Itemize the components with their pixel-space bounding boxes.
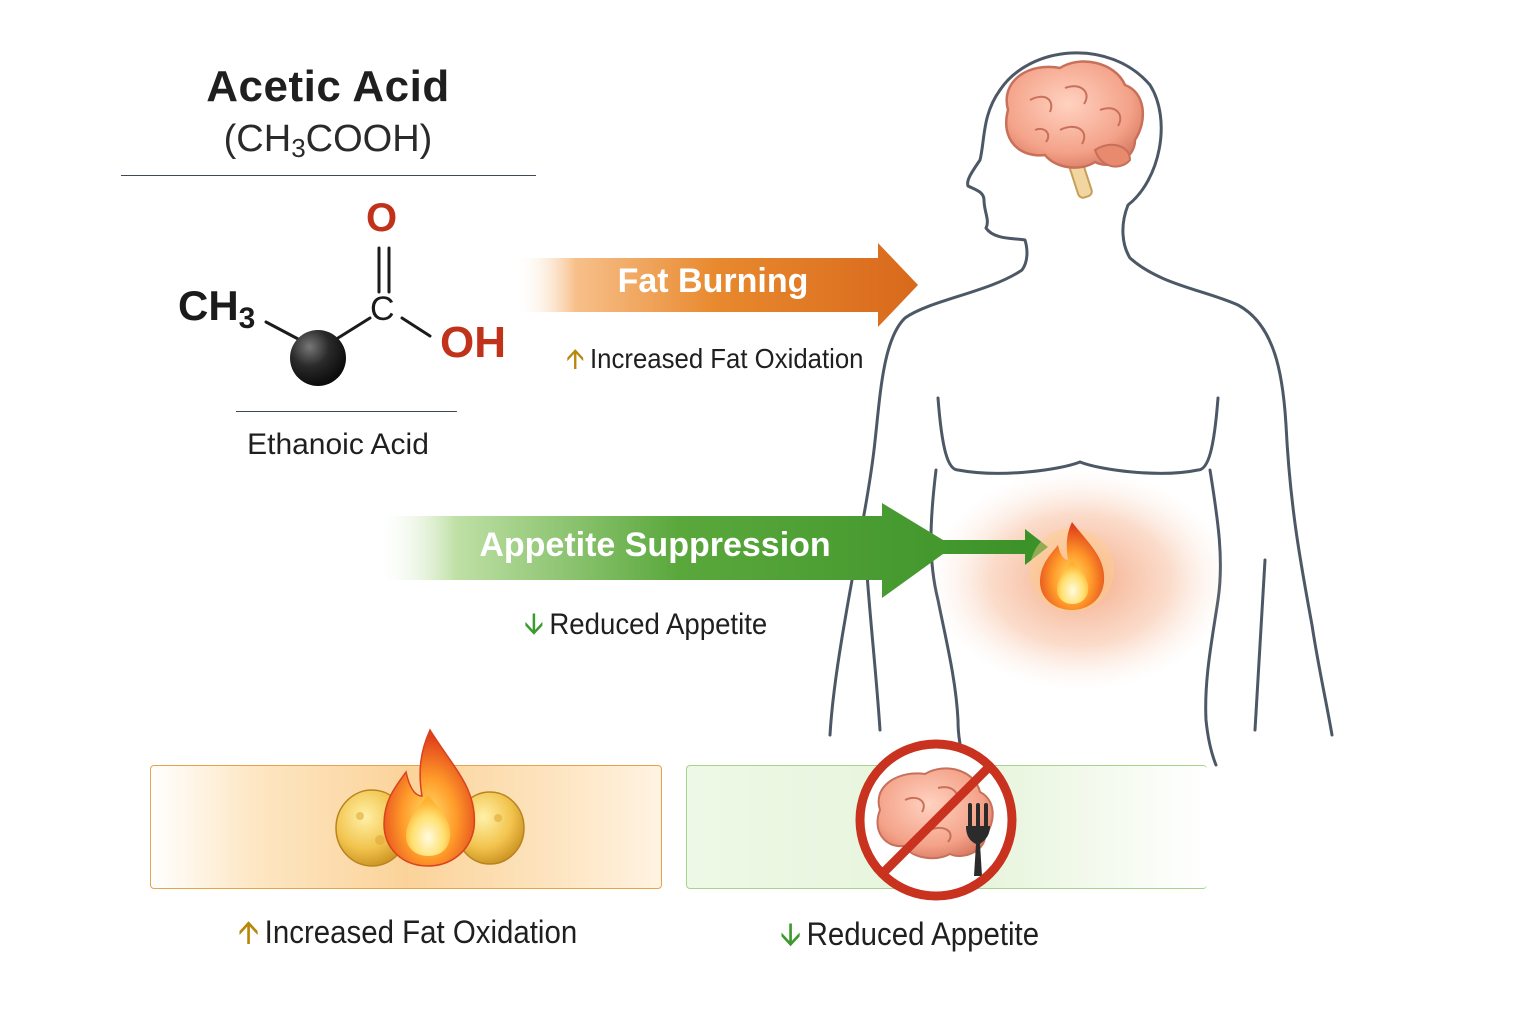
reduced-appetite-effect: 🡫Reduced Appetite (524, 602, 767, 653)
methyl-subscript: 3 (238, 302, 256, 335)
divider-top (121, 175, 536, 176)
appetite-suppression-label: Appetite Suppression (479, 526, 831, 564)
panel-fat-caption: 🡩Increased Fat Oxidation (238, 910, 577, 964)
carbon-label: C (370, 290, 395, 328)
stomach-flame-icon (1030, 522, 1114, 612)
methyl-group-label: CH3 (178, 282, 255, 336)
molecule-title: Acetic Acid (206, 62, 450, 111)
formula-suffix: COOH) (305, 118, 433, 160)
formula-subscript: 3 (291, 133, 306, 163)
up-arrow-icon: 🡩 (238, 914, 260, 950)
brain-icon (1005, 60, 1145, 199)
down-arrow-icon: 🡫 (780, 916, 802, 952)
hydroxyl-label: OH (440, 318, 506, 367)
panel-fat-caption-text: Increased Fat Oxidation (264, 914, 578, 950)
panel-appetite-caption-text: Reduced Appetite (806, 916, 1040, 952)
fat-oxidation-effect-text: Increased Fat Oxidation (590, 343, 864, 374)
methyl-label: CH (178, 282, 239, 329)
up-arrow-icon: 🡩 (566, 343, 585, 374)
reduced-appetite-effect-text: Reduced Appetite (549, 608, 768, 641)
fat-oxidation-panel (150, 765, 662, 889)
carbon-atom (290, 330, 346, 386)
formula-prefix: (CH (223, 118, 292, 160)
divider-bottom (236, 411, 457, 412)
molecule-formula: (CH3COOH) (120, 118, 536, 164)
fat-oxidation-effect: 🡩Increased Fat Oxidation (566, 338, 864, 386)
fat-burning-label: Fat Burning (617, 262, 809, 300)
acetic-acid-structure (264, 246, 432, 342)
down-arrow-icon: 🡫 (524, 608, 544, 641)
reduced-appetite-panel (686, 765, 1207, 889)
panel-appetite-caption: 🡫Reduced Appetite (780, 912, 1039, 966)
molecule-caption: Ethanoic Acid (247, 428, 429, 461)
oxygen-label: O (366, 196, 398, 240)
fat-burning-arrow (515, 243, 918, 327)
appetite-suppression-arrow (375, 503, 1048, 598)
